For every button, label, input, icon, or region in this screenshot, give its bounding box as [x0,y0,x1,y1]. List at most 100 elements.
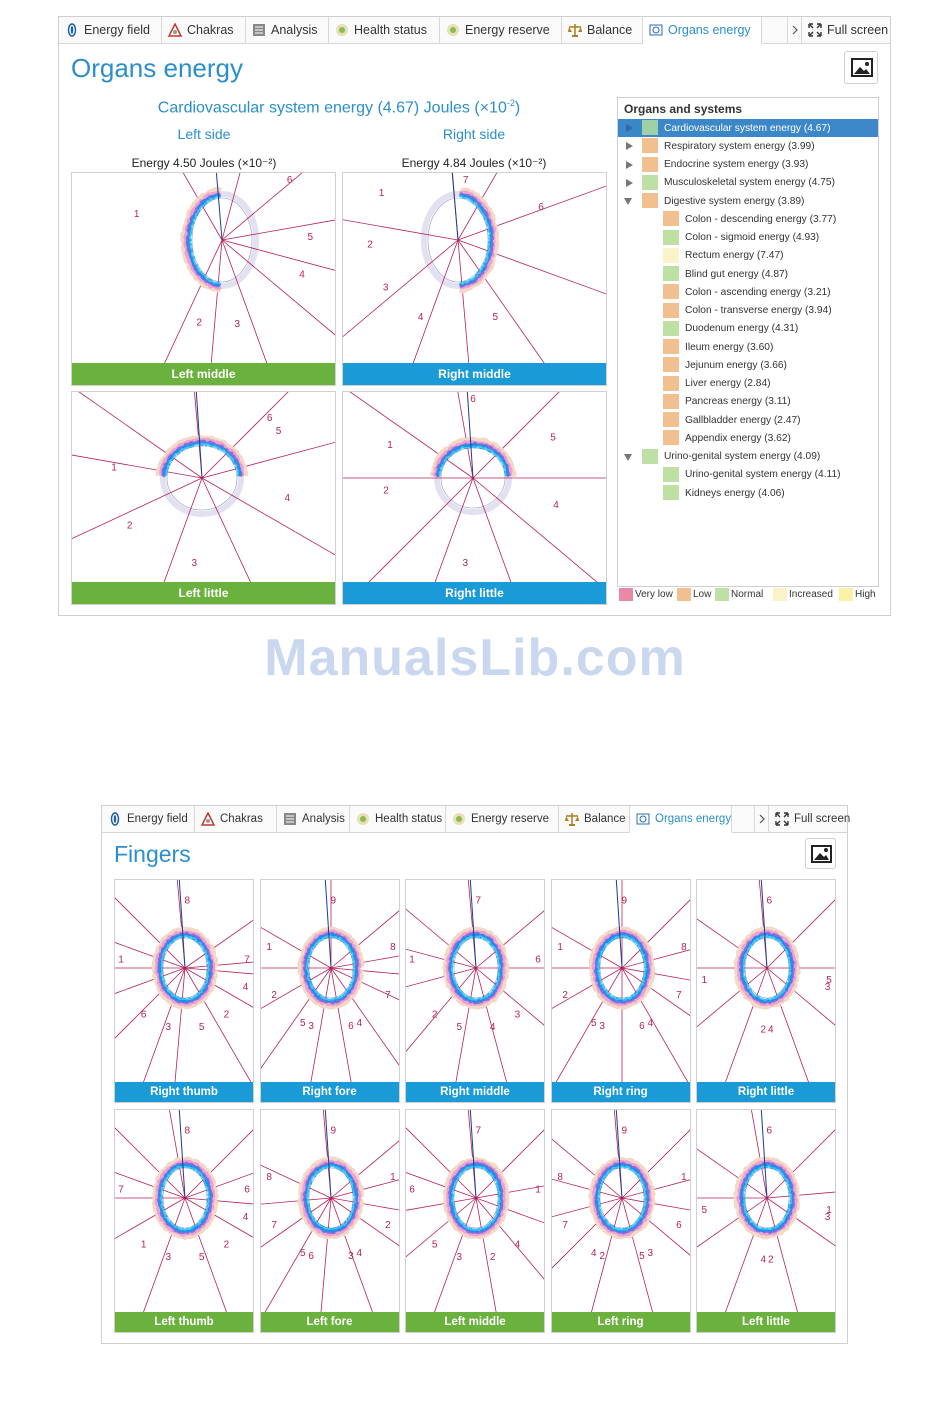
expand-arrow-icon[interactable] [626,142,633,151]
ray-number: 9 [330,896,336,907]
tree-row-label: Pancreas energy (3.11) [685,396,791,408]
export-image-button-2[interactable] [805,838,836,869]
ray-number: 6 [639,1021,645,1032]
health-status-icon [336,24,348,36]
legend-swatch [773,588,787,601]
legend-swatch [839,588,853,601]
ray-number: 4 [356,1018,362,1029]
tab-chakras[interactable]: Chakras [162,17,246,43]
tree-title: Organs and systems [618,98,878,121]
legend-item: Very low [619,588,673,601]
ray-number: 3 [166,1252,172,1263]
tabs-scroll-button[interactable] [787,17,801,43]
tree-row[interactable]: Endocrine system energy (3.93) [618,156,878,174]
tab-energy-field[interactable]: Energy field [59,17,162,43]
tree-row-label: Blind gut energy (4.87) [685,268,789,280]
tree-row[interactable]: Colon - ascending energy (3.21) [618,283,878,301]
full-screen-button[interactable]: Full screen [768,806,860,832]
balance-icon-wrap [568,23,582,37]
ray-number: 1 [379,188,385,199]
tree-row[interactable]: Urino-genital system energy (4.11) [618,466,878,484]
tab-health-status[interactable]: Health status [329,17,440,43]
tab-energy-field[interactable]: Energy field [102,806,195,832]
ray-number: 7 [475,1126,481,1137]
expand-arrow-icon[interactable] [626,178,633,187]
tree-row[interactable]: Blind gut energy (4.87) [618,265,878,283]
expand-arrow-icon[interactable] [626,124,633,132]
tree-row-label: Urino-genital system energy (4.09) [664,451,821,462]
tree-row[interactable]: Digestive system energy (3.89) [618,192,878,210]
ray-number: 2 [367,240,373,251]
tree-row[interactable]: Cardiovascular system energy (4.67) [618,119,878,137]
tree-row-label: Endocrine system energy (3.93) [664,159,809,170]
tree-row[interactable]: Colon - descending energy (3.77) [618,210,878,228]
tree-row[interactable]: Rectum energy (7.47) [618,247,878,265]
fingers-title: Fingers [114,841,191,867]
tab-organs-energy[interactable]: Organs energy [630,806,732,833]
panel-label: Right middle [343,363,606,385]
tree-row[interactable]: Respiratory system energy (3.99) [618,137,878,155]
chakras-icon [200,811,216,826]
ray-number: 3 [457,1252,463,1263]
energy-level-swatch [642,138,658,154]
ray-number: 5 [299,1018,305,1029]
collapse-arrow-icon[interactable] [624,453,632,461]
tab-balance[interactable]: Balance [559,806,630,832]
ray-number: 4 [490,1022,496,1033]
tree-row[interactable]: Pancreas energy (3.11) [618,393,878,411]
energy-level-swatch [663,247,679,263]
ray-number: 2 [760,1024,766,1035]
export-image-button[interactable] [844,51,878,84]
panel-label: Left middle [406,1312,544,1332]
chevron-right-icon [759,814,765,824]
tree-row[interactable]: Duodenum energy (4.31) [618,320,878,338]
energy-level-swatch [663,229,679,245]
panel-label: Right little [343,582,606,604]
tree-row[interactable]: Kidneys energy (4.06) [618,484,878,502]
chevron-right-icon [792,25,798,35]
ray-number: 5 [199,1252,205,1263]
expand-arrow-icon[interactable] [626,160,633,169]
tree-row[interactable]: Colon - transverse energy (3.94) [618,302,878,320]
tab-energy-reserve[interactable]: Energy reserve [440,17,562,43]
panel-label: Left middle [72,363,335,385]
organs-tree: Organs and systems Cardiovascular system… [617,97,879,587]
tree-row[interactable]: Liver energy (2.84) [618,375,878,393]
tree-row[interactable]: Gallbladder energy (2.47) [618,411,878,429]
tree-row[interactable]: Jejunum energy (3.66) [618,356,878,374]
tab-health-status[interactable]: Health status [350,806,446,832]
ray-number: 4 [590,1248,596,1259]
collapse-arrow-icon[interactable] [624,198,632,205]
tab-organs-energy[interactable]: Organs energy [643,17,762,44]
ray-number: 2 [562,990,568,1001]
tab-balance[interactable]: Balance [562,17,643,43]
tab-analysis[interactable]: Analysis [246,17,329,43]
tree-row[interactable]: Appendix energy (3.62) [618,429,878,447]
tab-analysis[interactable]: Analysis [277,806,350,832]
energy-level-swatch [642,193,658,208]
tree-row[interactable]: Colon - sigmoid energy (4.93) [618,229,878,247]
full-screen-button[interactable]: Full screen [801,17,905,43]
tree-row[interactable]: Musculoskeletal system energy (4.75) [618,174,878,192]
tab-energy-reserve[interactable]: Energy reserve [446,806,559,832]
tabs-scroll-button[interactable] [754,806,768,832]
energy-field-icon-wrap [65,23,79,37]
tab-chakras[interactable]: Chakras [195,806,277,832]
ray-number: 4 [243,1212,249,1223]
ray-number: 9 [621,896,627,907]
tree-row[interactable]: Ileum energy (3.60) [618,338,878,356]
ray-number: 6 [766,896,772,907]
tab-label: Balance [587,23,633,37]
tree-row[interactable]: Urino-genital system energy (4.09) [618,448,878,466]
panel-label: Right little [697,1082,835,1102]
